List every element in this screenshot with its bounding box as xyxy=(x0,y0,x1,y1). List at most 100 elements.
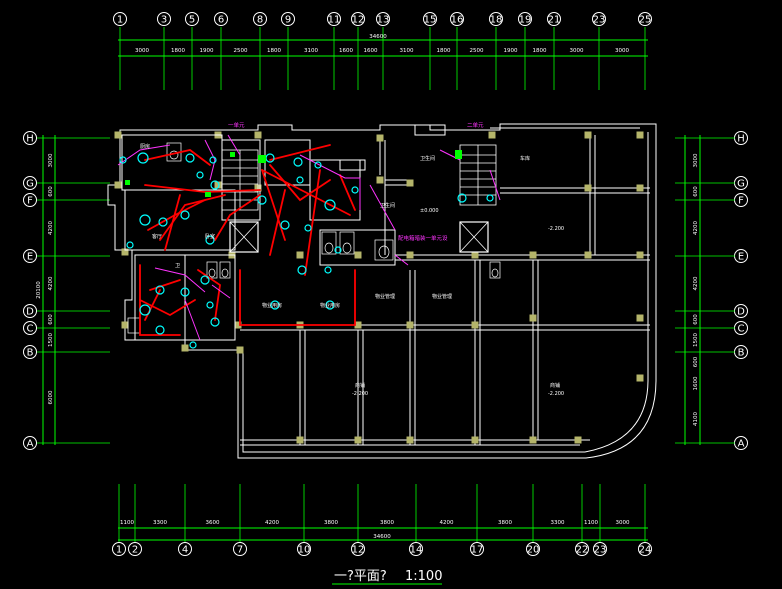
right-dimension: 1600 xyxy=(693,376,699,390)
column xyxy=(296,251,304,259)
column xyxy=(406,179,414,187)
lighting-fixture xyxy=(126,241,134,249)
lighting-fixture xyxy=(293,157,303,167)
lighting-fixture xyxy=(486,194,494,202)
column xyxy=(636,131,644,139)
svg-text:H: H xyxy=(737,134,745,145)
column xyxy=(488,131,496,139)
lighting-fixture xyxy=(325,300,335,310)
bottom-axis-4: 4 xyxy=(178,542,192,556)
label-shop-4: 物业管理 xyxy=(432,293,452,300)
top-axis-12: 12 xyxy=(351,12,365,26)
left-dimension: 4200 xyxy=(48,276,54,290)
label-elevation-3: -2.200 xyxy=(352,391,368,397)
lighting-fixture xyxy=(314,161,322,169)
top-dimension: 1800 xyxy=(437,48,451,54)
svg-text:13: 13 xyxy=(377,15,390,26)
svg-text:22: 22 xyxy=(576,545,589,556)
right-dimension: 600 xyxy=(693,356,699,367)
lighting-fixture xyxy=(137,152,149,164)
lighting-fixture xyxy=(158,217,168,227)
column xyxy=(636,374,644,382)
label-elevation-2: -2.200 xyxy=(548,226,564,232)
bottom-axis-7: 7 xyxy=(233,542,247,556)
bottom-dimension: 3800 xyxy=(324,520,338,526)
right-dimension: 600 xyxy=(693,186,699,197)
lighting-fixture xyxy=(210,317,220,327)
lighting-fixture xyxy=(139,304,151,316)
column xyxy=(114,131,122,139)
lighting-fixture xyxy=(206,301,214,309)
svg-text:1: 1 xyxy=(116,545,122,556)
bottom-axis-1: 1 xyxy=(112,542,126,556)
lighting-fixture xyxy=(189,341,197,349)
top-dimension: 2500 xyxy=(470,48,484,54)
top-dimension: 3000 xyxy=(135,48,149,54)
svg-text:20: 20 xyxy=(527,545,540,556)
label-shop-3: 物业管理 xyxy=(375,293,395,300)
svg-text:H: H xyxy=(26,134,34,145)
svg-text:5: 5 xyxy=(189,15,195,26)
sanitary-fixtures xyxy=(127,142,501,334)
left-row-B: B xyxy=(23,345,37,359)
top-axis-16: 16 xyxy=(450,12,464,26)
left-row-H: H xyxy=(23,131,37,145)
svg-text:19: 19 xyxy=(519,15,532,26)
left-row-E: E xyxy=(23,249,37,263)
top-dimension: 1800 xyxy=(267,48,281,54)
bottom-total-dimension: 34600 xyxy=(373,534,391,540)
svg-text:C: C xyxy=(27,324,34,335)
right-dimension: 4100 xyxy=(693,412,699,426)
top-axis-25: 25 xyxy=(638,12,652,26)
label-shop-2: 物业用房 xyxy=(320,302,340,309)
structural-columns xyxy=(114,131,644,444)
column xyxy=(584,251,592,259)
column xyxy=(121,321,129,329)
top-dimension: 1800 xyxy=(171,48,185,54)
svg-text:18: 18 xyxy=(490,15,503,26)
lighting-fixture xyxy=(209,156,217,164)
column xyxy=(406,321,414,329)
bottom-dimension: 1100 xyxy=(120,520,134,526)
svg-text:15: 15 xyxy=(424,15,437,26)
svg-text:A: A xyxy=(27,439,34,450)
svg-text:21: 21 xyxy=(548,15,561,26)
bottom-axis-2: 2 xyxy=(128,542,142,556)
top-axis-18: 18 xyxy=(489,12,503,26)
label-bath: 卫 xyxy=(175,263,180,269)
svg-text:E: E xyxy=(738,252,744,263)
label-shop-bottom-a: 商铺 xyxy=(355,382,365,389)
column xyxy=(406,251,414,259)
svg-text:G: G xyxy=(26,179,34,190)
svg-text:10: 10 xyxy=(298,545,311,556)
left-row-C: C xyxy=(23,321,37,335)
top-axis-11: 11 xyxy=(327,12,341,26)
svg-text:3: 3 xyxy=(161,15,167,26)
top-dimension: 1600 xyxy=(364,48,378,54)
column xyxy=(354,321,362,329)
column xyxy=(254,131,262,139)
lighting-fixture xyxy=(324,199,336,211)
lighting-fixture xyxy=(334,246,342,254)
column xyxy=(636,184,644,192)
lighting-fixture xyxy=(196,171,204,179)
svg-text:11: 11 xyxy=(328,15,341,26)
drawing-title-block: 一?平面? 1:100 xyxy=(332,569,442,585)
bottom-dimension: 3300 xyxy=(153,520,167,526)
svg-text:4: 4 xyxy=(182,545,188,556)
lighting-fixture xyxy=(351,186,359,194)
svg-text:A: A xyxy=(738,439,745,450)
column xyxy=(234,321,242,329)
svg-text:B: B xyxy=(738,348,745,359)
column xyxy=(214,181,222,189)
top-axis-13: 13 xyxy=(376,12,390,26)
top-axis-8: 8 xyxy=(253,12,267,26)
svg-text:12: 12 xyxy=(352,15,365,26)
svg-text:12: 12 xyxy=(352,545,365,556)
left-dimension: 1500 xyxy=(48,333,54,347)
lighting-fixture xyxy=(324,266,332,274)
lighting-fixture xyxy=(185,153,195,163)
lighting-fixture xyxy=(257,195,267,205)
